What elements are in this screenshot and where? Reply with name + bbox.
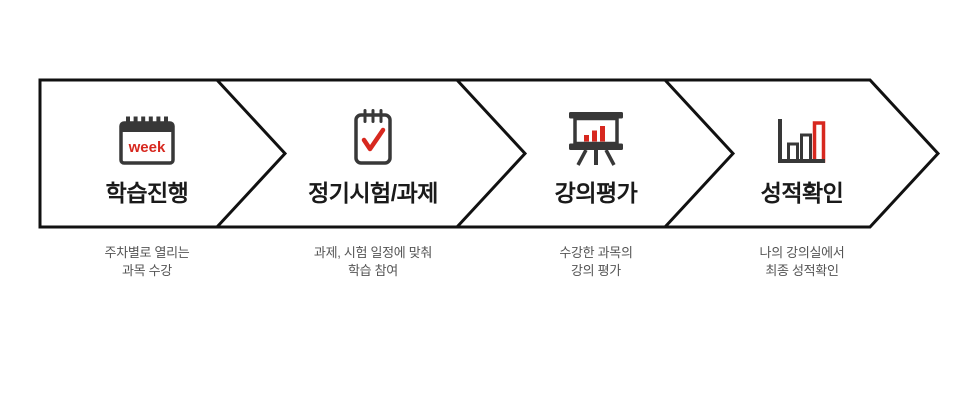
- notepad-check-icon: [261, 102, 485, 166]
- chevron-divider-2: [455, 78, 528, 229]
- step-2-title: 정기시험/과제: [308, 180, 438, 206]
- step-4-title: 성적확인: [760, 180, 844, 206]
- description-line: 강의 평가: [571, 263, 621, 278]
- description-line: 최종 성적확인: [765, 263, 839, 278]
- step-3-description: 수강한 과목의 강의 평가: [484, 244, 708, 280]
- step-2-description: 과제, 시험 일정에 맞춰 학습 참여: [261, 244, 485, 280]
- step-4-description: 나의 강의실에서 최종 성적확인: [690, 244, 914, 280]
- step-3-title: 강의평가: [554, 180, 638, 206]
- description-line: 과제, 시험 일정에 맞춰: [313, 245, 433, 260]
- chevron-divider-3: [663, 78, 736, 229]
- step-3: 강의평가: [484, 102, 708, 208]
- chevron-divider-1: [215, 78, 288, 229]
- presentation-chart-icon: [484, 102, 708, 166]
- step-1-title: 학습진행: [105, 180, 189, 206]
- band-outline-shape: [38, 78, 941, 229]
- description-line: 과목 수강: [122, 263, 172, 278]
- description-line: 수강한 과목의: [559, 245, 633, 260]
- bar-chart-icon: [690, 102, 914, 166]
- description-line: 학습 참여: [348, 263, 398, 278]
- step-1-description: 주차별로 열리는 과목 수강: [35, 244, 259, 280]
- step-1: week 학습진행: [35, 102, 259, 208]
- description-line: 주차별로 열리는: [104, 245, 190, 260]
- calendar-week-icon: week: [35, 102, 259, 166]
- description-line: 나의 강의실에서: [759, 245, 845, 260]
- step-2: 정기시험/과제: [261, 102, 485, 208]
- calendar-week-label: week: [128, 139, 166, 156]
- step-4: 성적확인: [690, 102, 914, 208]
